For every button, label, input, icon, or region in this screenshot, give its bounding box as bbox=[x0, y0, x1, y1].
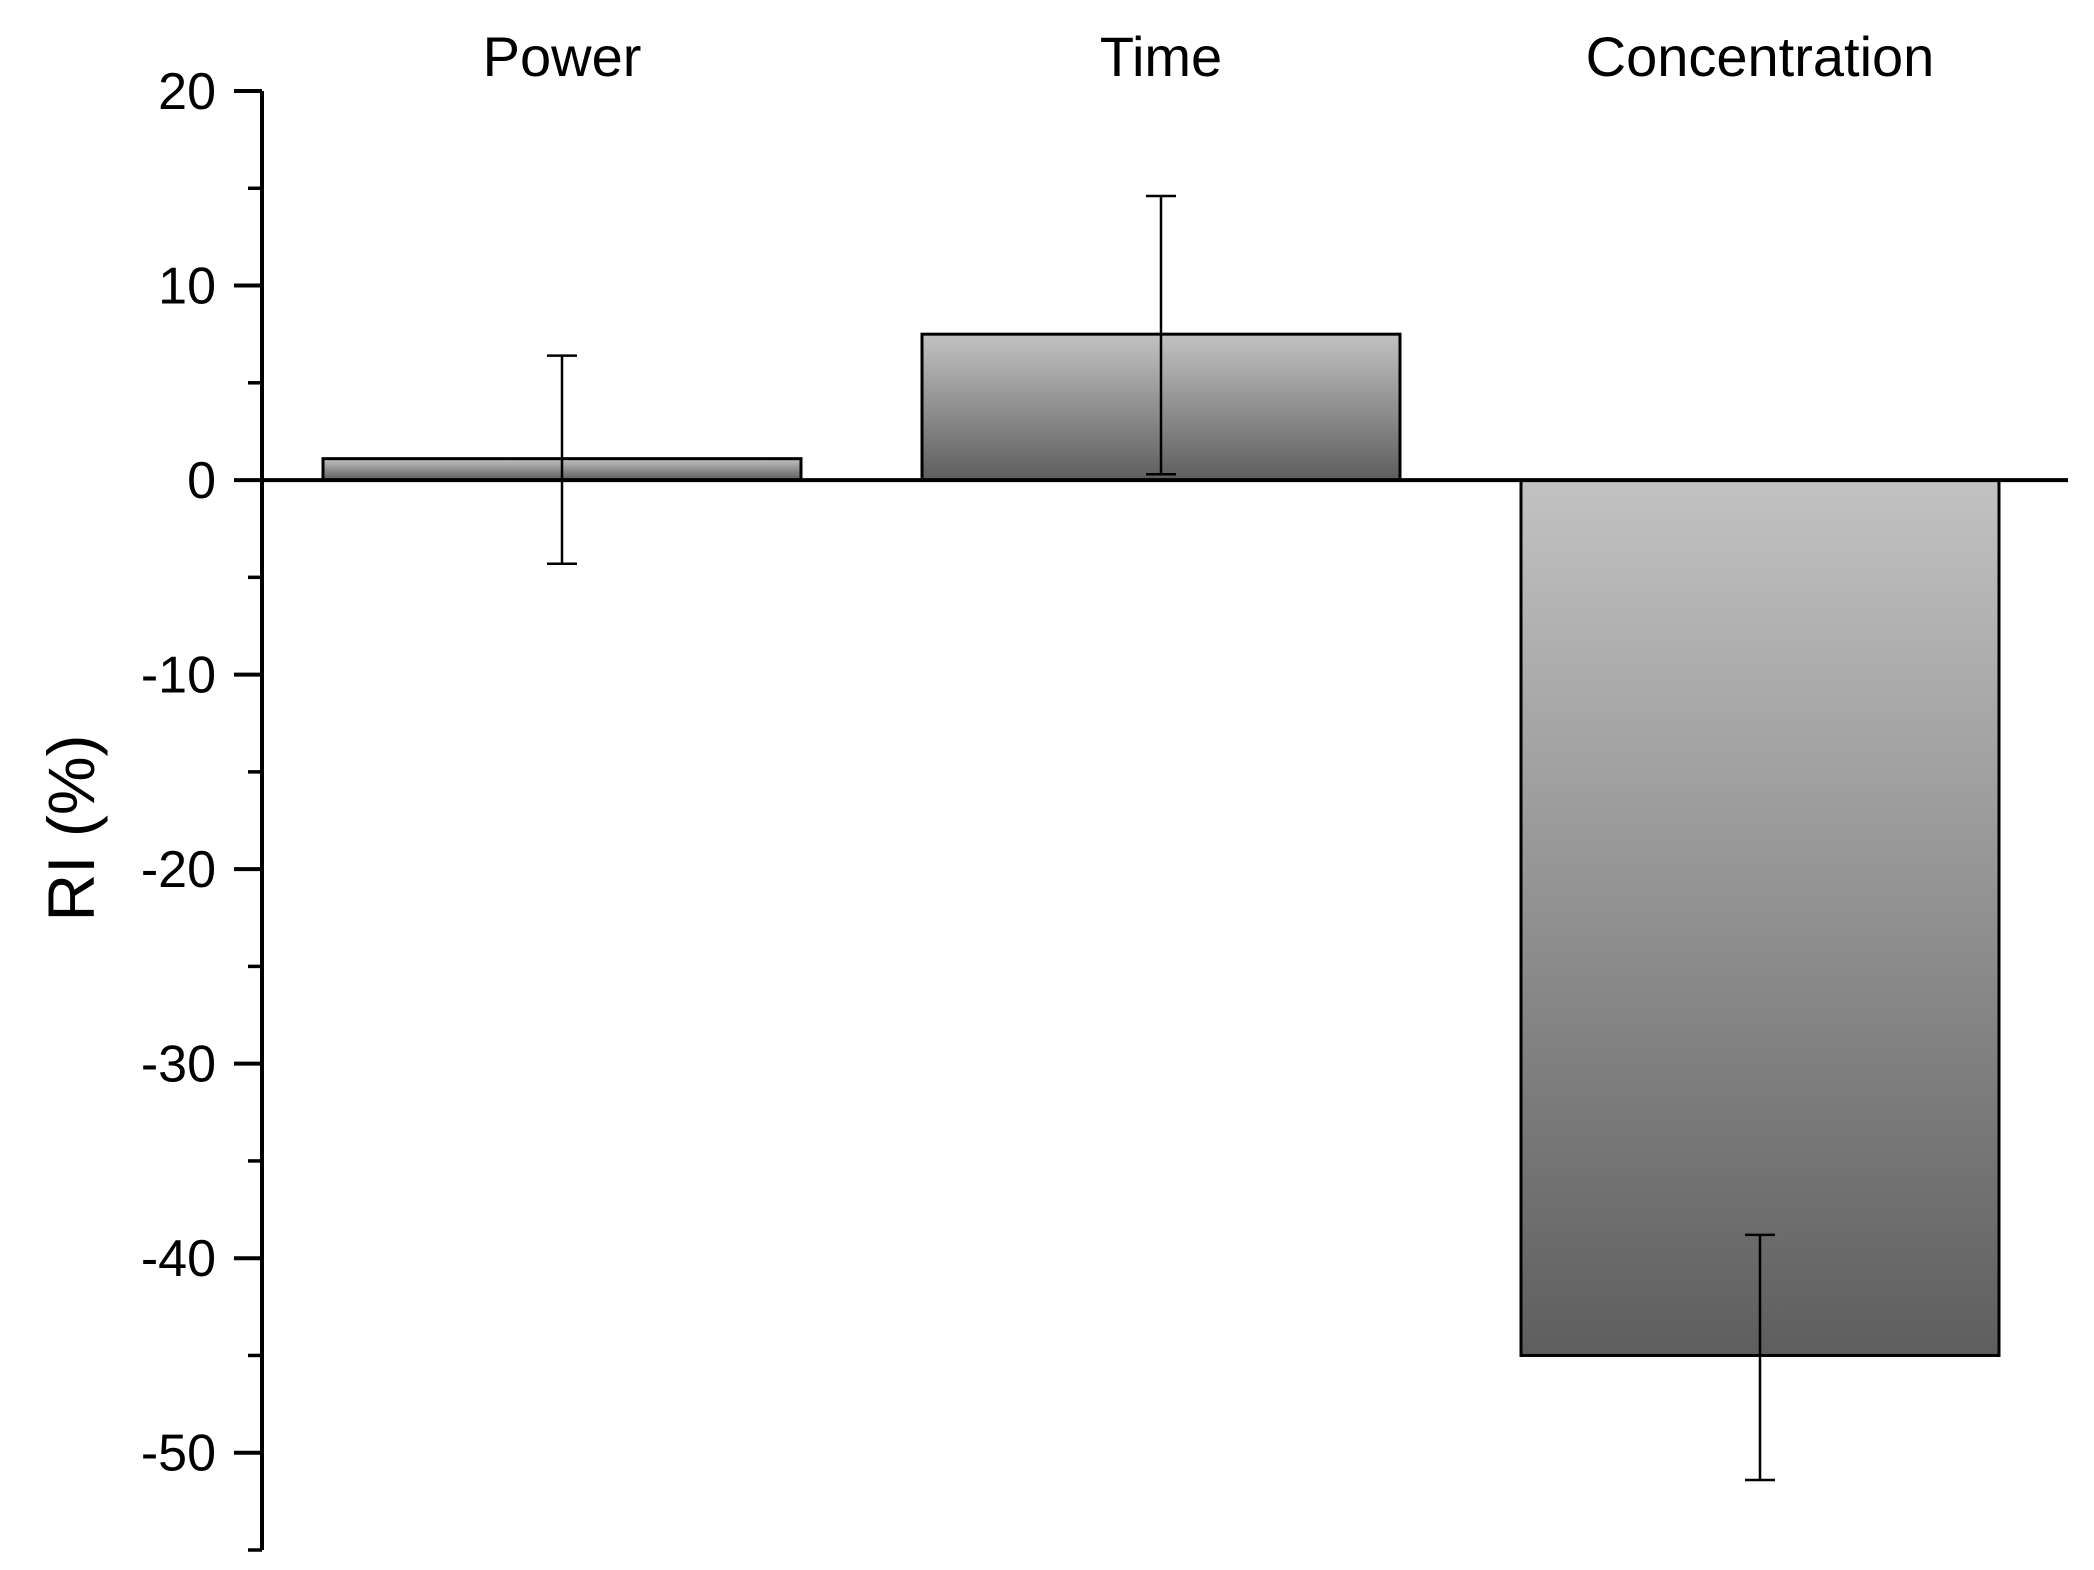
y-tick-label: -50 bbox=[141, 1425, 216, 1483]
y-tick-label: 20 bbox=[158, 63, 216, 121]
y-tick-label: 10 bbox=[158, 258, 216, 316]
category-label-concentration: Concentration bbox=[1586, 25, 1935, 88]
error-bar-power bbox=[547, 354, 577, 565]
y-tick-label: -20 bbox=[141, 841, 216, 899]
category-label-time: Time bbox=[1100, 25, 1222, 88]
y-tick-label: 0 bbox=[187, 452, 216, 510]
error-bar-concentration bbox=[1745, 1233, 1775, 1482]
error-bar-time bbox=[1146, 194, 1176, 476]
bar-concentration bbox=[1519, 478, 2001, 1357]
y-tick-label: -30 bbox=[141, 1036, 216, 1094]
y-tick-label: -10 bbox=[141, 647, 216, 705]
y-tick-label: -40 bbox=[141, 1230, 216, 1288]
category-label-power: Power bbox=[483, 25, 642, 88]
y-axis-title: RI (%) bbox=[34, 735, 108, 922]
